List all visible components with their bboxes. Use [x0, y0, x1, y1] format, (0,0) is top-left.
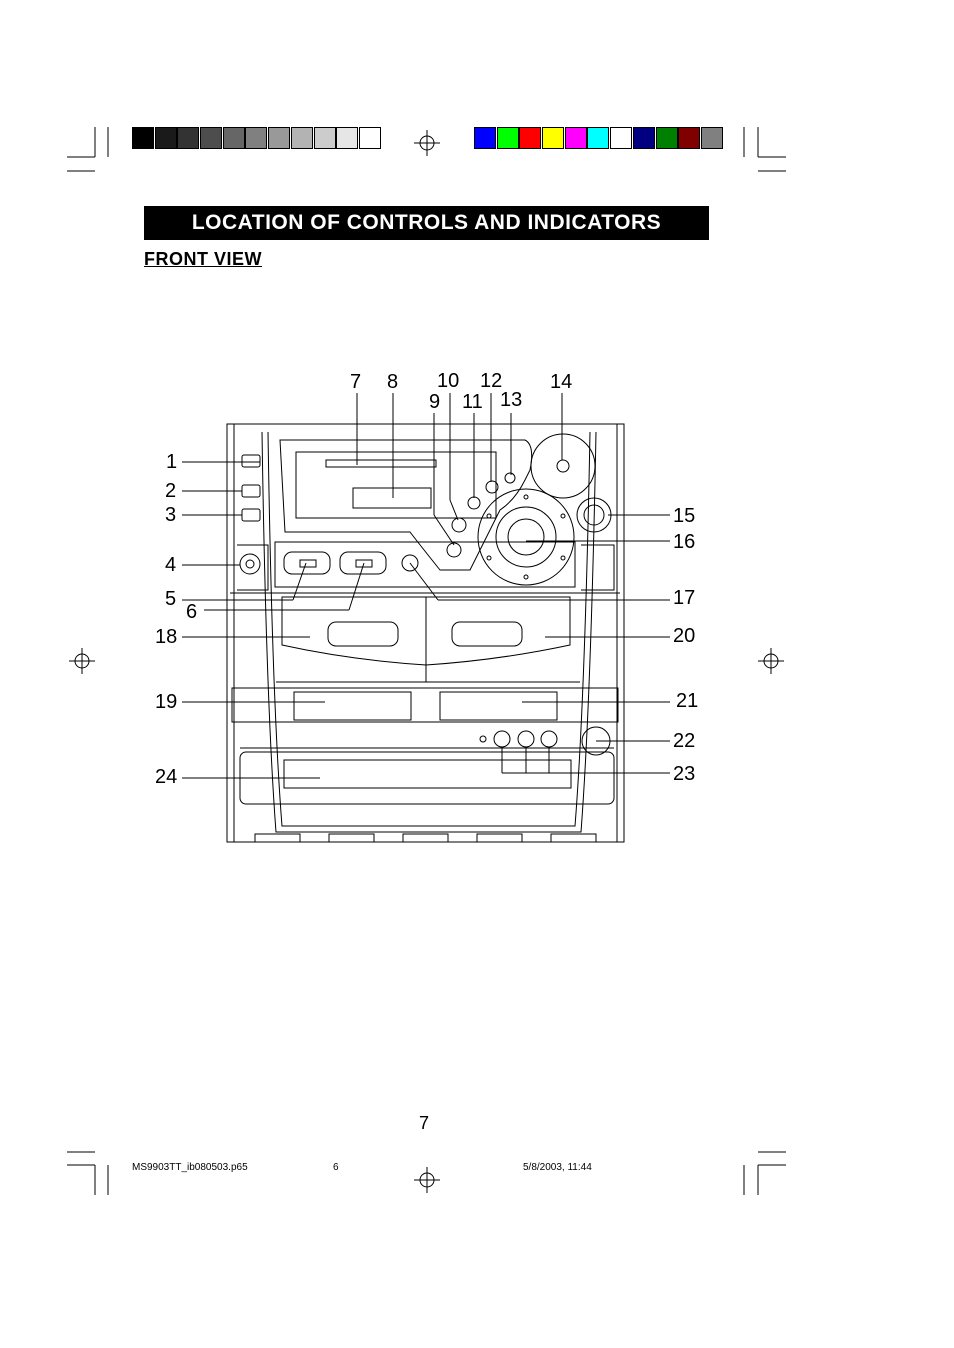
grayscale-swatch [200, 127, 223, 149]
grayscale-swatch [222, 127, 245, 149]
color-swatch [610, 127, 633, 149]
callout-1: 1 [166, 451, 178, 473]
color-swatch [542, 127, 565, 149]
color-swatch [564, 127, 587, 149]
callout-4: 4 [165, 554, 177, 576]
color-swatch [587, 127, 610, 149]
color-swatch [496, 127, 519, 149]
callout-11: 11 [462, 391, 483, 413]
grayscale-bar [132, 127, 382, 149]
color-bar [474, 127, 724, 149]
callout-2: 2 [165, 480, 177, 502]
grayscale-swatch [336, 127, 359, 149]
callout-23: 23 [673, 763, 696, 785]
color-swatch [700, 127, 723, 149]
color-swatch [655, 127, 678, 149]
grayscale-swatch [290, 127, 313, 149]
callout-7: 7 [350, 371, 362, 393]
callout-9: 9 [429, 391, 441, 413]
footer-datetime: 5/8/2003, 11:44 [523, 1162, 592, 1173]
footer-filename: MS9903TT_ib080503.p65 [132, 1162, 248, 1173]
section-subtitle: FRONT VIEW [144, 249, 262, 269]
color-swatch [474, 127, 496, 149]
callout-18: 18 [155, 626, 178, 648]
grayscale-swatch [154, 127, 177, 149]
callout-16: 16 [673, 531, 696, 553]
footer-page: 6 [333, 1162, 339, 1173]
page-title: LOCATION OF CONTROLS AND INDICATORS [144, 206, 709, 240]
callout-17: 17 [673, 587, 696, 609]
callout-5: 5 [165, 588, 177, 610]
page-number: 7 [419, 1113, 430, 1133]
callout-6: 6 [186, 601, 198, 623]
callout-8: 8 [387, 371, 399, 393]
callout-10: 10 [437, 370, 460, 392]
stereo-front-view [182, 393, 670, 843]
callout-13: 13 [500, 389, 523, 411]
grayscale-swatch [245, 127, 268, 149]
grayscale-swatch [177, 127, 200, 149]
grayscale-swatch [132, 127, 154, 149]
callout-20: 20 [673, 625, 696, 647]
color-swatch [519, 127, 542, 149]
callout-12: 12 [480, 370, 503, 392]
callout-3: 3 [165, 504, 177, 526]
grayscale-swatch [313, 127, 336, 149]
callout-24: 24 [155, 766, 178, 788]
callout-22: 22 [673, 730, 696, 752]
crop-marks [67, 127, 786, 1195]
callout-15: 15 [673, 505, 696, 527]
grayscale-swatch [358, 127, 381, 149]
callout-14: 14 [550, 371, 573, 393]
callout-19: 19 [155, 691, 178, 713]
grayscale-swatch [268, 127, 291, 149]
color-swatch [678, 127, 701, 149]
registration-marks [69, 130, 784, 1193]
callout-21: 21 [676, 690, 699, 712]
color-swatch [632, 127, 655, 149]
